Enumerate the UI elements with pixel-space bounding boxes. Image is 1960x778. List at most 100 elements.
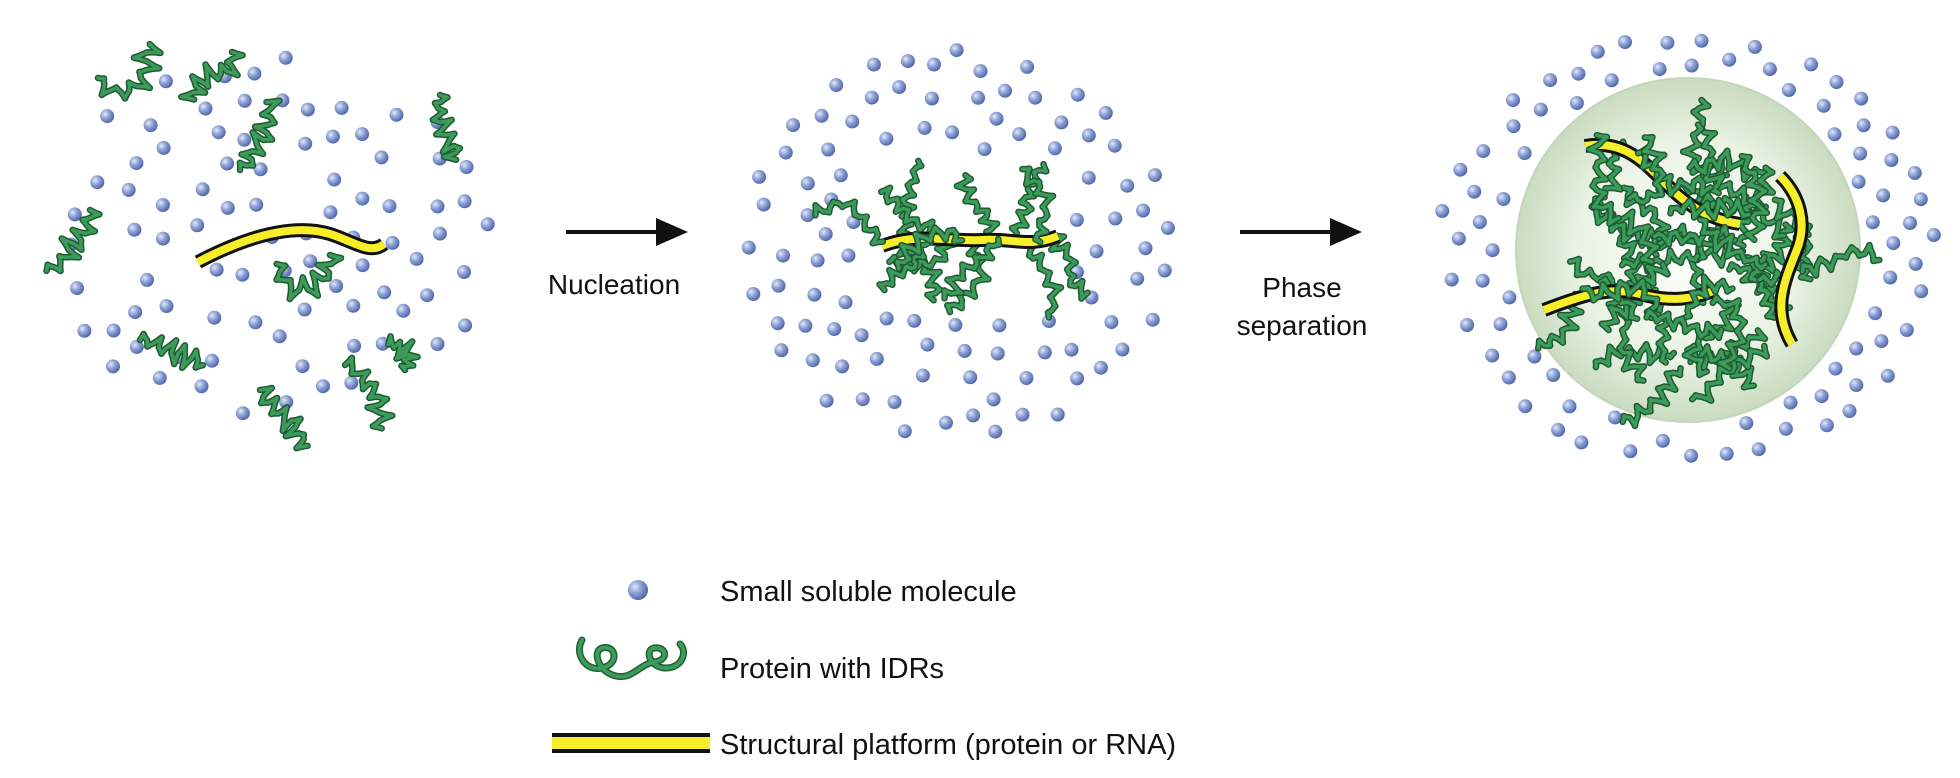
small-molecule <box>1467 184 1482 199</box>
protein-idr <box>94 40 164 102</box>
small-molecule <box>1020 59 1035 74</box>
small-molecule <box>948 317 963 332</box>
small-molecule <box>1874 334 1889 349</box>
small-molecule <box>1070 371 1085 386</box>
small-molecule <box>818 227 833 242</box>
protein-idr <box>273 251 345 303</box>
small-molecule <box>998 83 1012 98</box>
small-molecule <box>945 125 960 140</box>
small-molecule <box>1028 90 1043 105</box>
protein-idr <box>1667 196 1752 222</box>
small-molecule <box>1819 418 1834 433</box>
small-molecule <box>1885 125 1900 140</box>
small-molecule <box>1778 421 1793 436</box>
protein-idr <box>236 97 283 174</box>
small-molecule <box>235 267 250 282</box>
small-molecule <box>128 305 143 320</box>
small-molecule <box>1608 410 1622 425</box>
small-molecule <box>121 182 136 197</box>
small-molecule <box>989 111 1004 126</box>
phase-separation-label-line2: separation <box>1237 310 1368 341</box>
small-molecule <box>1496 192 1511 206</box>
small-molecule <box>159 299 174 314</box>
small-molecule <box>1913 192 1928 207</box>
panel-phase-separated-droplet <box>1435 33 1941 463</box>
protein-idr <box>896 157 925 237</box>
small-molecule <box>786 118 801 133</box>
small-molecule <box>986 392 1001 407</box>
small-molecule <box>432 226 447 241</box>
small-molecule <box>756 197 771 212</box>
small-molecule <box>1070 87 1085 102</box>
small-molecule <box>1546 368 1561 382</box>
small-molecule <box>1444 272 1459 287</box>
small-molecule <box>155 198 170 212</box>
small-molecule <box>209 262 224 277</box>
small-molecule <box>90 175 105 190</box>
panel-nucleation-state <box>741 43 1175 439</box>
protein-idr <box>1048 232 1091 302</box>
small-molecule <box>887 395 902 409</box>
small-molecule <box>1506 93 1520 108</box>
small-molecule <box>1081 170 1096 185</box>
protein-idr <box>178 48 246 103</box>
small-molecule <box>927 57 941 72</box>
small-molecule <box>385 235 400 250</box>
small-molecule <box>1849 378 1864 393</box>
protein-idr <box>1709 293 1749 372</box>
small-molecule <box>347 338 362 353</box>
small-molecule <box>1899 323 1914 337</box>
small-molecule <box>1684 58 1699 73</box>
protein-idr <box>1579 277 1662 319</box>
protein-idr <box>136 330 207 372</box>
small-molecule <box>835 359 850 374</box>
small-molecule <box>1903 216 1917 230</box>
protein-idr <box>1677 273 1736 329</box>
protein-idr <box>1585 131 1622 227</box>
small-molecule <box>1842 404 1857 418</box>
small-molecule <box>1829 75 1844 89</box>
protein-idr <box>877 184 939 241</box>
protein-idr <box>940 235 1003 302</box>
small-molecule <box>77 323 92 338</box>
small-molecule <box>1604 73 1619 88</box>
small-molecule <box>807 287 822 302</box>
small-molecule <box>1115 342 1130 357</box>
small-molecule <box>973 64 988 79</box>
small-molecule <box>1865 215 1880 230</box>
small-molecule <box>869 351 884 366</box>
protein-idr <box>1688 342 1771 404</box>
small-molecule <box>430 199 445 214</box>
small-molecule <box>152 370 167 385</box>
small-molecule <box>1472 215 1487 229</box>
protein-idr <box>953 171 1001 240</box>
small-molecule <box>1719 446 1734 461</box>
structural-platform <box>194 223 389 269</box>
small-molecule <box>1093 360 1108 375</box>
small-molecule <box>1019 371 1034 385</box>
small-molecule <box>854 328 869 343</box>
legend-molecule-label: Small soluble molecule <box>720 576 1017 608</box>
small-molecule <box>140 272 154 287</box>
small-molecule <box>900 54 915 69</box>
nucleation-label: Nucleation <box>548 269 680 300</box>
small-molecule <box>1506 119 1521 134</box>
small-molecule <box>346 298 361 313</box>
small-molecule <box>377 285 392 300</box>
small-molecule <box>211 125 226 140</box>
small-molecule <box>1107 138 1122 153</box>
small-molecule <box>220 156 235 171</box>
small-molecule <box>1876 188 1891 203</box>
small-molecule <box>1485 243 1500 258</box>
small-molecule <box>300 102 315 117</box>
small-molecule <box>1050 407 1065 422</box>
protein-idr <box>893 224 966 272</box>
small-molecule <box>1562 399 1577 414</box>
small-molecule <box>389 107 404 122</box>
small-molecule <box>100 109 115 124</box>
panel1-platforms <box>194 223 389 269</box>
small-molecule <box>866 57 881 72</box>
small-molecule <box>190 218 205 233</box>
panel2-proteins-front <box>812 165 1057 302</box>
